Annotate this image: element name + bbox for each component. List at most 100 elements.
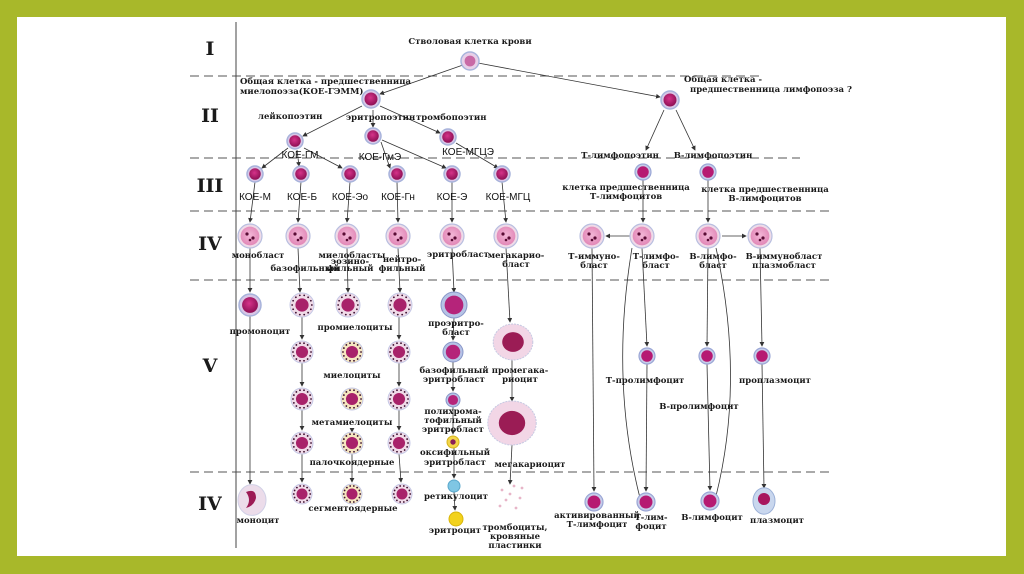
neutro-blast-cell <box>385 223 411 249</box>
arrow <box>704 247 710 347</box>
label-erythropoietin: эритропоэтин <box>346 113 415 123</box>
label-polychrom-1: полихрома- <box>424 407 482 417</box>
platelets <box>498 484 524 510</box>
label-leukopoietin: лейкопоэтин <box>258 111 322 122</box>
label-t-immunoblast-2: бласт <box>580 260 608 271</box>
arrow <box>505 247 513 323</box>
b-prolymphocyte-cell <box>698 347 716 365</box>
label-t-lymphocyte-2: фоцит <box>635 522 666 532</box>
arrow <box>706 363 713 491</box>
activated-t-cell <box>584 492 604 512</box>
label-t-lymphocyte-1: Т-лим- <box>634 513 668 523</box>
label-koe-gm: КОЕ-ГМ <box>281 150 318 161</box>
label-neutro-1: нейтро- <box>383 254 422 265</box>
proplasmocyte-cell <box>753 347 771 365</box>
label-activated-t-2: Т-лимфоцит <box>567 520 628 530</box>
myelo-progenitor-cell <box>361 89 381 109</box>
label-lympho-progenitor-2: предшественница лимфопоэза ? <box>690 85 852 95</box>
arrow <box>643 363 649 492</box>
erythroblast-cell <box>439 223 465 249</box>
label-megakaryoblast-1: мегакарио- <box>488 251 545 261</box>
label-b-precursor-2: В-лимфоцитов <box>728 194 801 204</box>
baso-erythroblast-cell <box>442 341 464 363</box>
b-lymphocyte-cell <box>700 491 720 511</box>
label-metamyelocytes: метамиелоциты <box>312 418 393 428</box>
stage-label-V: V <box>202 355 219 377</box>
plasmocyte-cell <box>752 487 776 515</box>
label-koe-mgc: КОЕ-МГЦ <box>486 192 531 203</box>
label-myelo-progenitor-2: миелопоэза(КОЕ-ГЭММ) <box>240 86 363 97</box>
oxyphil-erythroblast-cell <box>446 435 460 449</box>
label-proerythroblast-2: бласт <box>442 327 470 338</box>
koe-eo-cell <box>341 165 359 183</box>
arrow <box>451 247 457 293</box>
eosino-metamyelocyte-cell <box>340 387 364 411</box>
arrow <box>345 247 351 293</box>
label-segmented: сегментоядерные <box>308 504 398 514</box>
label-koe-eo: КОЕ-Эо <box>332 192 369 203</box>
label-proerythroblast-1: проэритро- <box>428 319 484 329</box>
arrow <box>477 62 661 99</box>
lympho-progenitor-cell <box>660 90 680 110</box>
label-koe-gn: КОЕ-Гн <box>381 192 415 203</box>
koe-gme-cell <box>364 127 382 145</box>
eosinophil-cell <box>341 483 363 505</box>
label-baso-erythroblast-1: базофильный <box>419 365 489 376</box>
label-baso-erythroblast-2: эритробласт <box>423 374 485 385</box>
label-koe-gme: КОЕ-ГмЭ <box>359 152 401 163</box>
label-t-precursor-2: Т-лимфоцитов <box>590 192 662 202</box>
neutro-metamyelocyte-cell <box>387 387 411 411</box>
stage-label-III: III <box>197 175 224 197</box>
label-megakaryoblast-2: бласт <box>502 259 530 270</box>
label-eosino-1: эозино- <box>331 257 369 267</box>
label-reticulocyte: ретикулоцит <box>424 492 488 502</box>
label-t-lymphoblast-1: Т-лимфо- <box>633 252 680 262</box>
label-koe-b: КОЕ-Б <box>287 192 317 203</box>
t-immunoblast-cell <box>579 223 605 249</box>
label-promegakaryocyte-2: риоцит <box>502 375 538 385</box>
arrow <box>261 147 289 169</box>
slide-frame: I II III IV V IV Стволовая клетка крови … <box>17 17 1006 556</box>
arrow <box>297 247 303 293</box>
baso-metamyelocyte-cell <box>290 387 314 411</box>
basophil-cell <box>291 483 313 505</box>
label-oxyphil-1: оксифильный <box>420 447 491 458</box>
arrow <box>303 147 343 169</box>
arrow <box>398 453 404 483</box>
baso-band-cell <box>290 431 314 455</box>
label-proplasmocyte: проплазмоцит <box>739 376 811 386</box>
promonocyte-cell <box>238 293 262 317</box>
label-b-lymphoblast-2: бласт <box>699 260 727 271</box>
arrow <box>302 105 363 137</box>
label-t-lymphopoietin: Т-лимфопоэтин <box>581 151 659 161</box>
label-t-immunoblast-1: Т-иммуно- <box>568 252 620 262</box>
eosino-promyelocyte-cell <box>335 292 361 318</box>
baso-promyelocyte-cell <box>289 292 315 318</box>
label-band: палочкоядерные <box>310 458 395 468</box>
label-promyelocytes: промиелоциты <box>318 323 393 333</box>
arrow-curve <box>715 247 731 497</box>
erythrocyte-cell <box>448 511 464 527</box>
label-polychrom-3: эритробласт <box>422 424 484 435</box>
label-myeloblasts: миелобласты <box>319 250 386 261</box>
stage-label-IV: IV <box>198 233 223 255</box>
label-b-precursor-1: клетка предшественница <box>701 185 829 195</box>
eosino-myelocyte-cell <box>340 340 364 364</box>
label-megakaryocyte: мегакариоцит <box>495 460 566 470</box>
label-koe-m: КОЕ-М <box>239 192 271 203</box>
stem-cell <box>460 51 480 71</box>
label-t-prolymphocyte: Т-пролимфоцит <box>606 376 685 386</box>
label-t-precursor-1: клетка предшественница <box>562 183 690 193</box>
t-lymphoblast-cell <box>629 223 655 249</box>
arrow <box>591 247 597 492</box>
arrow <box>397 247 403 293</box>
arrow <box>380 141 391 169</box>
stage-dividers <box>190 75 830 473</box>
arrow <box>379 105 441 134</box>
koe-b-cell <box>292 165 310 183</box>
promegakaryocyte-cell <box>492 323 534 361</box>
arrow <box>759 247 765 347</box>
koe-gm-cell <box>286 132 304 150</box>
koe-mgc-cell <box>493 165 511 183</box>
label-t-lymphoblast-2: бласт <box>642 260 670 271</box>
